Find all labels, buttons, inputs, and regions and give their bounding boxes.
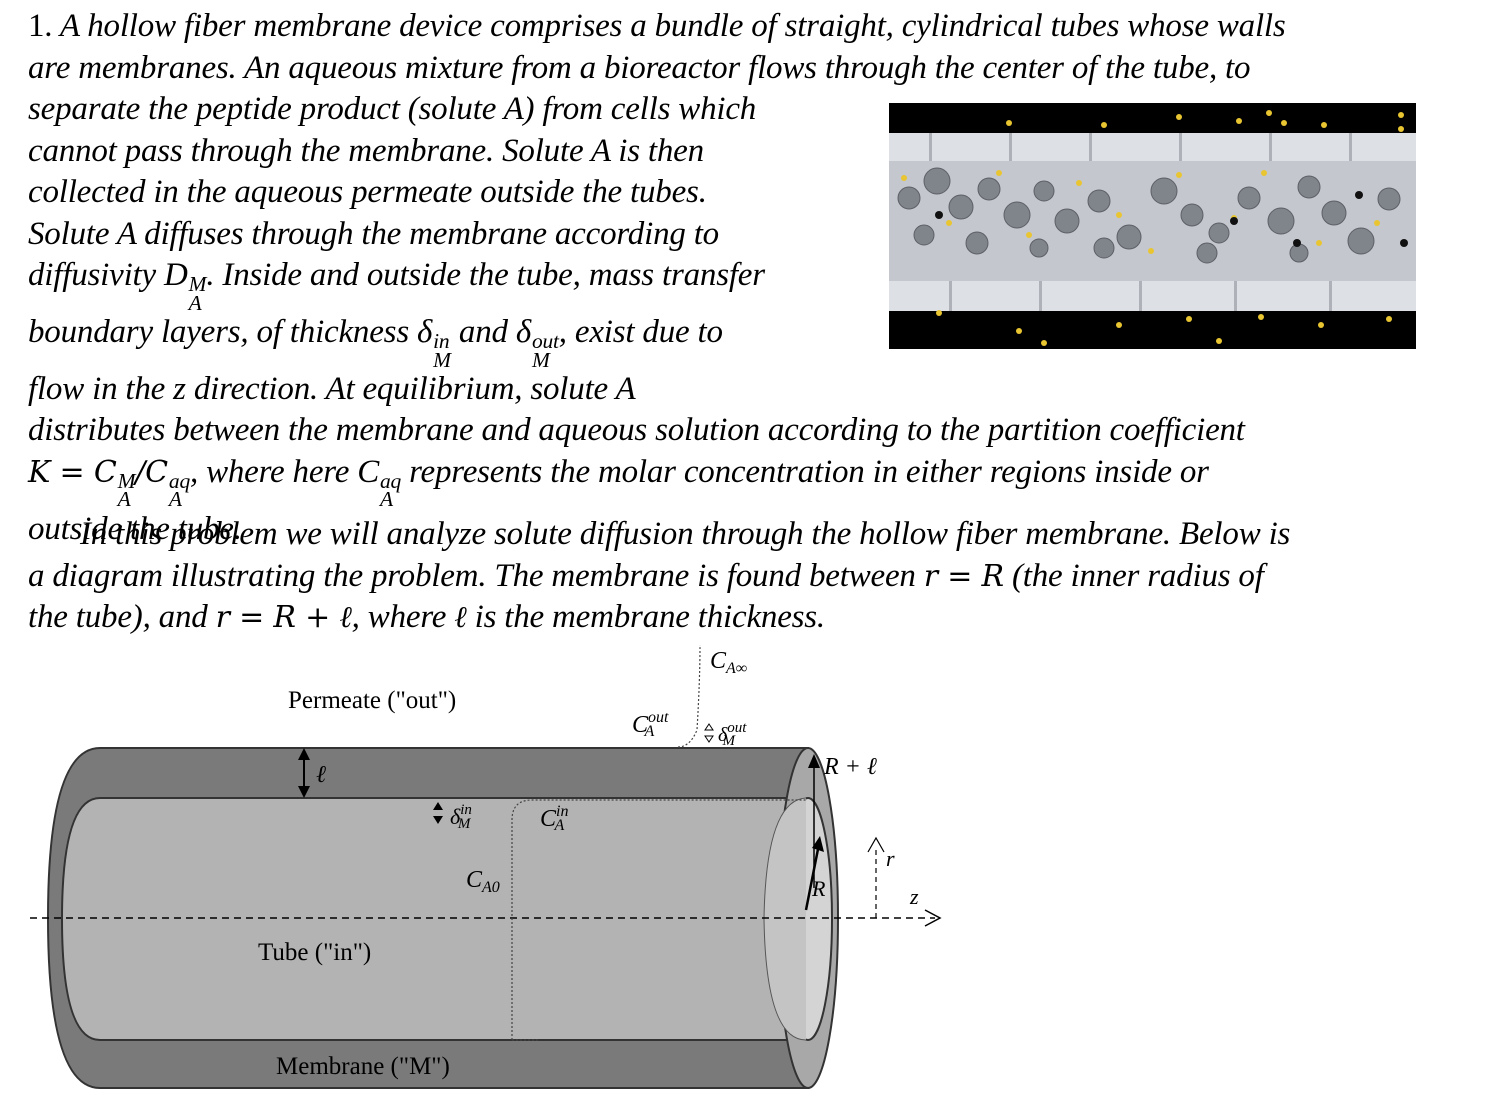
z-axis-label: z — [909, 884, 919, 909]
math-span: /C — [135, 454, 168, 490]
superscript: aq — [168, 469, 190, 494]
text-span: (the inner radius of — [1003, 557, 1264, 594]
delta-in-arrow-down — [433, 816, 443, 824]
delta-out-arrow-up — [704, 723, 714, 731]
subscript: A — [117, 487, 131, 512]
text-line: are membranes. An aqueous mixture from a… — [28, 49, 1251, 86]
subscript: A — [168, 487, 182, 512]
text-span: , where — [351, 599, 455, 635]
subscript: M — [433, 347, 451, 372]
delta-in-arrow-up — [433, 802, 443, 810]
text-span: diffusivity D — [28, 257, 188, 293]
z-arrowhead — [924, 909, 942, 927]
text-line: separate the peptide product (solute A) … — [28, 91, 757, 127]
math-span: K = C — [28, 454, 117, 490]
ell-label: ℓ — [316, 762, 326, 788]
subscript: A — [380, 487, 393, 512]
r-radius-arrowhead — [812, 836, 824, 852]
membrane-pores — [935, 191, 1408, 247]
math-span: ℓ — [454, 600, 467, 635]
membrane-label: Membrane ("M") — [276, 1053, 450, 1080]
problem-number: 1. — [28, 8, 53, 44]
superscript: out — [531, 329, 559, 354]
problem-paragraph-1: 1. A hollow fiber membrane device compri… — [28, 6, 1458, 550]
text-span: boundary layers, of thickness δ — [28, 313, 433, 350]
text-span: , where here C — [189, 453, 380, 490]
text-span: . Inside and outside the tube, mass tran… — [206, 257, 765, 293]
superscript: M — [117, 469, 136, 494]
c-a-infinity-label: CA∞ — [710, 648, 747, 677]
r-radius-line — [804, 843, 821, 911]
outer-concentration-profile — [677, 644, 701, 748]
cells — [897, 167, 1401, 264]
text-line: cannot pass through the membrane. Solute… — [28, 132, 704, 169]
text-span: , exist due to — [558, 313, 723, 350]
r-axis-arrowhead — [867, 836, 885, 853]
text-line: In this problem we will analyze solute d… — [80, 516, 1291, 552]
r-plus-ell-arrowhead — [808, 754, 820, 768]
text-span: a diagram illustrating the problem. The … — [28, 557, 924, 594]
superscript: M — [188, 272, 207, 297]
tube-label: Tube ("in") — [258, 939, 371, 966]
r-axis-label: r — [886, 846, 895, 871]
text-span: A hollow fiber membrane device comprises… — [59, 8, 1286, 44]
text-line: distributes between the membrane and aqu… — [28, 412, 1245, 449]
superscript: aq — [380, 469, 402, 494]
permeate-label: Permeate ("out") — [288, 687, 456, 714]
superscript: in — [433, 329, 450, 354]
text-line: Solute A diffuses through the membrane a… — [28, 215, 719, 252]
wall-segments — [929, 133, 1352, 311]
solute-particles — [901, 110, 1404, 346]
subscript: M — [531, 347, 550, 372]
text-span: is the membrane thickness. — [466, 599, 826, 635]
c-a0-label: CA0 — [466, 867, 500, 896]
text-line: collected in the aqueous permeate outsid… — [28, 174, 707, 210]
text-line: 1. A hollow fiber membrane device compri… — [28, 6, 1458, 48]
r-radius-label: R — [811, 876, 826, 901]
math-span: r = R — [923, 558, 1004, 594]
math-span: r = R + ℓ — [215, 600, 352, 635]
subscript: A — [188, 290, 202, 315]
text-span: represents the molar concentration in ei… — [401, 453, 1209, 490]
text-span: the tube), and — [28, 599, 216, 635]
inner-shadow — [763, 797, 807, 1041]
text-line: the tube), and r = R + ℓ, where ℓ is the… — [28, 597, 1458, 639]
text-span: and δ — [450, 313, 531, 350]
tube-interior — [60, 797, 807, 1041]
ell-arrow-up — [298, 748, 310, 760]
hollow-fiber-illustration — [889, 103, 1416, 349]
text-line: outside the tube. — [28, 510, 242, 547]
lower-membrane-wall — [889, 281, 1416, 311]
delta-out-arrow-down — [704, 735, 714, 743]
text-line: a diagram illustrating the problem. The … — [28, 556, 1458, 598]
r-plus-ell-label: R + ℓ — [823, 754, 877, 780]
inner-concentration-profile — [511, 799, 806, 1040]
text-line: flow in the z direction. At equilibrium,… — [28, 370, 636, 407]
ell-arrow-down — [298, 786, 310, 798]
problem-paragraph-2: In this problem we will analyze solute d… — [28, 514, 1458, 639]
upper-membrane-wall — [889, 133, 1416, 161]
